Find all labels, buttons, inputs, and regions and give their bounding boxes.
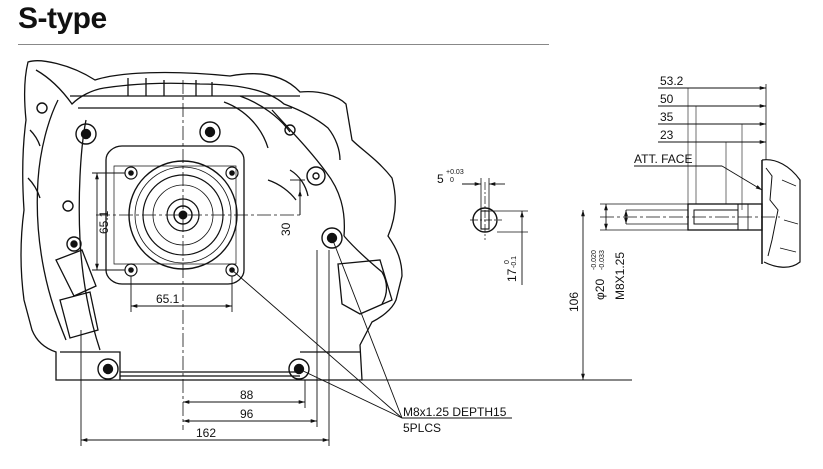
shaft-end-view — [462, 178, 528, 285]
key-tol-lower: 0 — [450, 177, 454, 184]
dim-65-1-vertical: 65.1 — [97, 210, 111, 234]
dim-key-height: 17 — [505, 268, 519, 282]
key-tol-upper: +0.03 — [446, 169, 464, 176]
dim-30: 30 — [279, 222, 293, 236]
dim-35: 35 — [660, 110, 674, 124]
mounting-flange — [105, 145, 245, 285]
dim-162: 162 — [196, 426, 216, 440]
dim-key-width: 5 — [437, 172, 444, 186]
center-lines — [96, 80, 300, 430]
dim-23: 23 — [660, 128, 674, 142]
bolt-count-note: 5PLCS — [403, 421, 441, 435]
flange-bolt-holes — [124, 166, 239, 277]
mounting-bolts — [36, 102, 343, 380]
key-height-tol-zero: 0 — [504, 260, 511, 264]
shaft-end-texts: 5 +0.03 0 17 -0.1 0 — [437, 169, 519, 282]
dim-shaft-diameter: φ20 — [593, 279, 607, 300]
engine-outline — [20, 60, 403, 381]
dimension-lines — [80, 172, 632, 446]
shaft-tol-upper: -0.020 — [591, 250, 598, 270]
att-face-label: ATT. FACE — [634, 152, 692, 166]
dim-96: 96 — [240, 407, 254, 421]
title-underline — [18, 44, 549, 45]
dim-106: 106 — [567, 292, 581, 312]
dim-53-2: 53.2 — [660, 74, 684, 88]
shaft-tol-lower: -0.033 — [599, 250, 606, 270]
side-view-texts: 53.2 50 35 23 ATT. FACE φ20 -0.020 -0.03… — [591, 74, 692, 300]
page-title: S-type — [18, 2, 107, 35]
dim-50: 50 — [660, 92, 674, 106]
dim-88: 88 — [240, 388, 254, 402]
dimension-texts: 162 96 88 65.1 65.1 30 106 M8x1.25 DEPTH… — [97, 210, 581, 440]
dim-thread: M8X1.25 — [613, 252, 627, 300]
side-view — [600, 84, 801, 268]
key-height-tol: -0.1 — [511, 256, 518, 268]
bolt-spec-note: M8x1.25 DEPTH15 — [403, 405, 507, 419]
dim-65-1-horizontal: 65.1 — [156, 292, 180, 306]
